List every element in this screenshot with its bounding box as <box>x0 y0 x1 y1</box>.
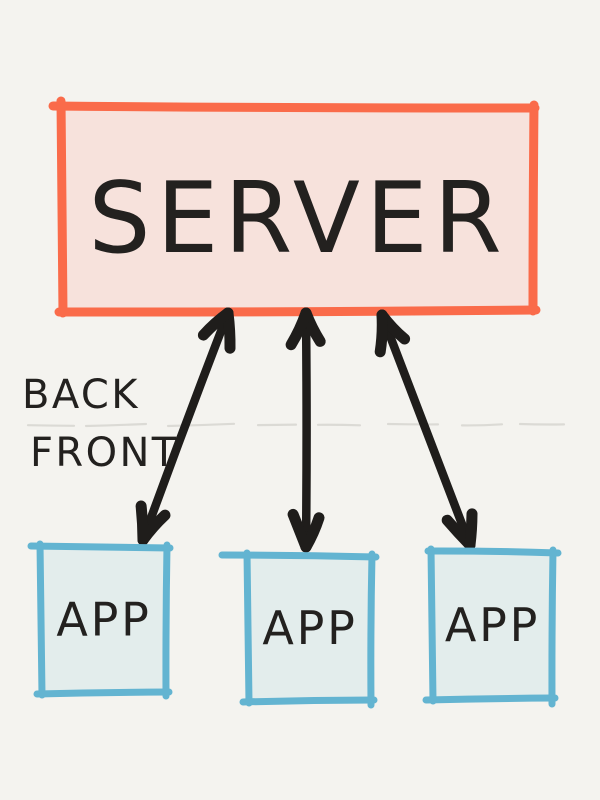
client-node-label: APP <box>445 598 540 652</box>
client-node-border-right <box>162 541 171 700</box>
divider-dash-segment <box>166 422 236 428</box>
server-node-fill <box>62 107 534 310</box>
client-node-border-bottom <box>239 696 378 706</box>
client-node-label: APP <box>56 593 151 647</box>
arrowhead-end-barb-1 <box>137 509 171 546</box>
client-node-app-2[interactable]: APP <box>218 549 380 709</box>
client-node-app-3[interactable]: APP <box>422 545 562 708</box>
client-node-border-left <box>36 540 46 699</box>
divider-dash-segment <box>256 423 298 427</box>
arrowhead-end-barb-1 <box>464 508 478 551</box>
client-node-border-top <box>424 547 562 557</box>
connectors <box>135 307 478 553</box>
divider-dash-segment <box>518 422 566 426</box>
client-node-border-right <box>548 546 557 708</box>
arrowhead-start-barb-1 <box>374 309 388 358</box>
client-nodes: APP APP APP <box>27 540 562 709</box>
arrowhead-end-barb-1 <box>300 512 325 553</box>
divider-dash-segment <box>460 423 504 427</box>
server-node[interactable]: SERVER <box>48 96 541 318</box>
connector-server-to-app-3 <box>374 309 478 551</box>
client-node-fill <box>432 552 553 698</box>
server-node-border-bottom <box>54 305 541 317</box>
front-tier-label: FRONT <box>30 430 179 476</box>
server-node-label: SERVER <box>88 162 507 276</box>
divider-dash-segment <box>316 423 362 427</box>
client-node-border-right <box>367 550 376 709</box>
client-node-border-left <box>243 549 253 707</box>
arrow-shaft <box>301 308 311 552</box>
back-tier-label: BACK <box>22 372 140 418</box>
client-node-border-top <box>218 551 380 561</box>
divider-dash-segment <box>26 424 76 427</box>
server-node-border-top <box>48 101 540 113</box>
back-front-divider <box>26 422 566 428</box>
client-node-fill <box>41 547 167 692</box>
arrow-shaft <box>377 310 475 550</box>
connector-server-to-app-1 <box>135 307 236 546</box>
client-node-border-top <box>27 542 174 552</box>
arrowhead-start-barb-1 <box>197 307 234 341</box>
client-node-fill <box>248 556 372 700</box>
arrow-shaft <box>138 308 233 545</box>
divider-dash-segment <box>84 422 148 428</box>
client-node-app-1[interactable]: APP <box>27 540 174 700</box>
arrowhead-start-barb-1 <box>285 307 312 351</box>
server-node-border-left <box>56 96 68 318</box>
client-node-label: APP <box>262 601 357 655</box>
client-node-border-left <box>427 545 437 705</box>
connector-server-to-app-2 <box>285 307 326 553</box>
client-node-border-bottom <box>33 688 173 698</box>
client-node-border-bottom <box>422 694 559 704</box>
server-node-border-right <box>528 100 539 316</box>
